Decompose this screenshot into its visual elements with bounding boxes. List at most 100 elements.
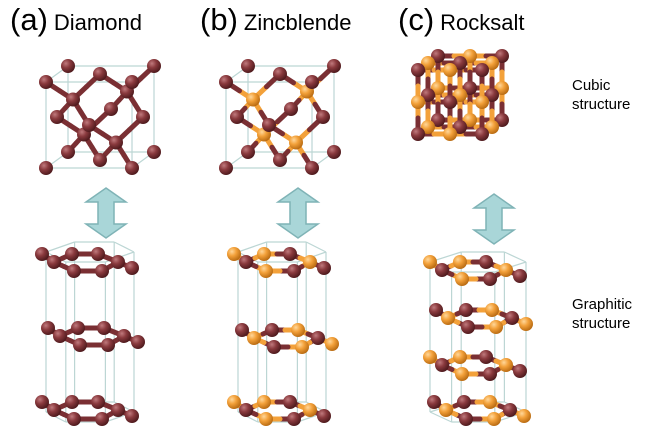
dark-atom — [136, 110, 150, 124]
orange-atom — [463, 49, 477, 63]
dark-atom — [327, 59, 341, 73]
orange-atom — [411, 95, 425, 109]
dark-atom — [53, 329, 67, 343]
cell-edge — [113, 241, 135, 253]
graphitic-label-line1: Graphitic — [572, 296, 633, 313]
dark-atom — [503, 403, 517, 417]
orange-atom — [453, 88, 467, 102]
dark-atom — [241, 145, 255, 159]
atoms — [35, 49, 533, 426]
dark-atom — [459, 412, 473, 426]
dark-atom — [262, 118, 276, 132]
dark-atom — [47, 255, 61, 269]
dark-atom — [267, 340, 281, 354]
dark-atom — [495, 113, 509, 127]
dark-atom — [283, 247, 297, 261]
cell-edge — [237, 241, 267, 253]
dark-atom — [453, 120, 467, 134]
dark-atom — [125, 75, 139, 89]
dark-atom — [95, 264, 109, 278]
dark-atom — [241, 59, 255, 73]
dark-atom — [239, 403, 253, 417]
dark-atom — [479, 350, 493, 364]
dark-atom — [475, 63, 489, 77]
dark-atom — [273, 67, 287, 81]
dark-atom — [125, 261, 139, 275]
cubic-structure-label: Cubic structure — [572, 76, 630, 114]
cell-edge — [429, 411, 452, 423]
orange-atom — [227, 247, 241, 261]
panel-b-title: (b)Zincblende — [200, 4, 352, 35]
dark-atom — [239, 255, 253, 269]
orange-atom — [257, 247, 271, 261]
orange-atom — [495, 81, 509, 95]
dark-atom — [35, 247, 49, 261]
dark-atom — [95, 412, 109, 426]
dark-atom — [109, 135, 123, 150]
dark-atom — [483, 367, 497, 381]
dark-atom — [431, 113, 445, 127]
dark-atom — [459, 303, 473, 317]
dark-atom — [65, 247, 79, 261]
orange-atom — [423, 255, 437, 269]
orange-atom — [303, 403, 317, 417]
double-arrow-icon — [83, 187, 129, 239]
dark-atom — [147, 59, 161, 73]
orange-atom — [289, 135, 303, 150]
orange-atom — [463, 113, 477, 127]
dark-atom — [305, 161, 319, 175]
dark-atom — [411, 127, 425, 141]
orange-atom — [517, 409, 531, 423]
cell-edge — [45, 241, 75, 253]
orange-atom — [483, 395, 497, 409]
orange-atom — [421, 56, 435, 70]
dark-atom — [443, 95, 457, 109]
orange-atom — [441, 311, 455, 325]
orange-atom — [325, 337, 339, 351]
orange-atom — [475, 95, 489, 109]
dark-atom — [50, 110, 64, 124]
dark-atom — [117, 329, 131, 343]
dark-atom — [104, 102, 118, 116]
orange-atom — [489, 320, 503, 334]
dark-atom — [97, 321, 111, 335]
orange-atom — [259, 264, 273, 278]
dark-atom — [327, 145, 341, 159]
panel-c-name: Rocksalt — [440, 10, 525, 35]
orange-atom — [439, 403, 453, 417]
dark-atom — [111, 255, 125, 269]
orange-atom — [291, 323, 305, 337]
dark-atom — [125, 161, 139, 175]
dark-atom — [435, 263, 449, 277]
orange-atom — [485, 303, 499, 317]
dark-atom — [230, 110, 244, 124]
dark-atom — [219, 75, 233, 89]
orange-atom — [431, 81, 445, 95]
orange-atom — [443, 127, 457, 141]
dark-atom — [235, 323, 249, 337]
dark-atom — [265, 323, 279, 337]
double-arrow-icon — [275, 187, 321, 239]
dark-atom — [39, 75, 53, 89]
dark-atom — [461, 320, 475, 334]
orange-atom — [455, 272, 469, 286]
orange-atom — [246, 92, 260, 107]
graphitic-label-line2: structure — [572, 315, 631, 332]
dark-atom — [35, 395, 49, 409]
dark-atom — [427, 395, 441, 409]
dark-atom — [311, 331, 325, 345]
orange-atom — [421, 120, 435, 134]
dark-atom — [411, 63, 425, 77]
orange-atom — [453, 350, 467, 364]
dark-atom — [66, 92, 80, 107]
dark-atom — [65, 395, 79, 409]
double-arrow-icon — [471, 193, 517, 245]
dark-atom — [495, 49, 509, 63]
orange-atom — [423, 350, 437, 364]
dark-atom — [273, 153, 287, 167]
dark-atom — [431, 49, 445, 63]
dark-atom — [82, 118, 96, 132]
dark-atom — [483, 272, 497, 286]
arrows — [83, 187, 517, 245]
dark-atom — [71, 321, 85, 335]
